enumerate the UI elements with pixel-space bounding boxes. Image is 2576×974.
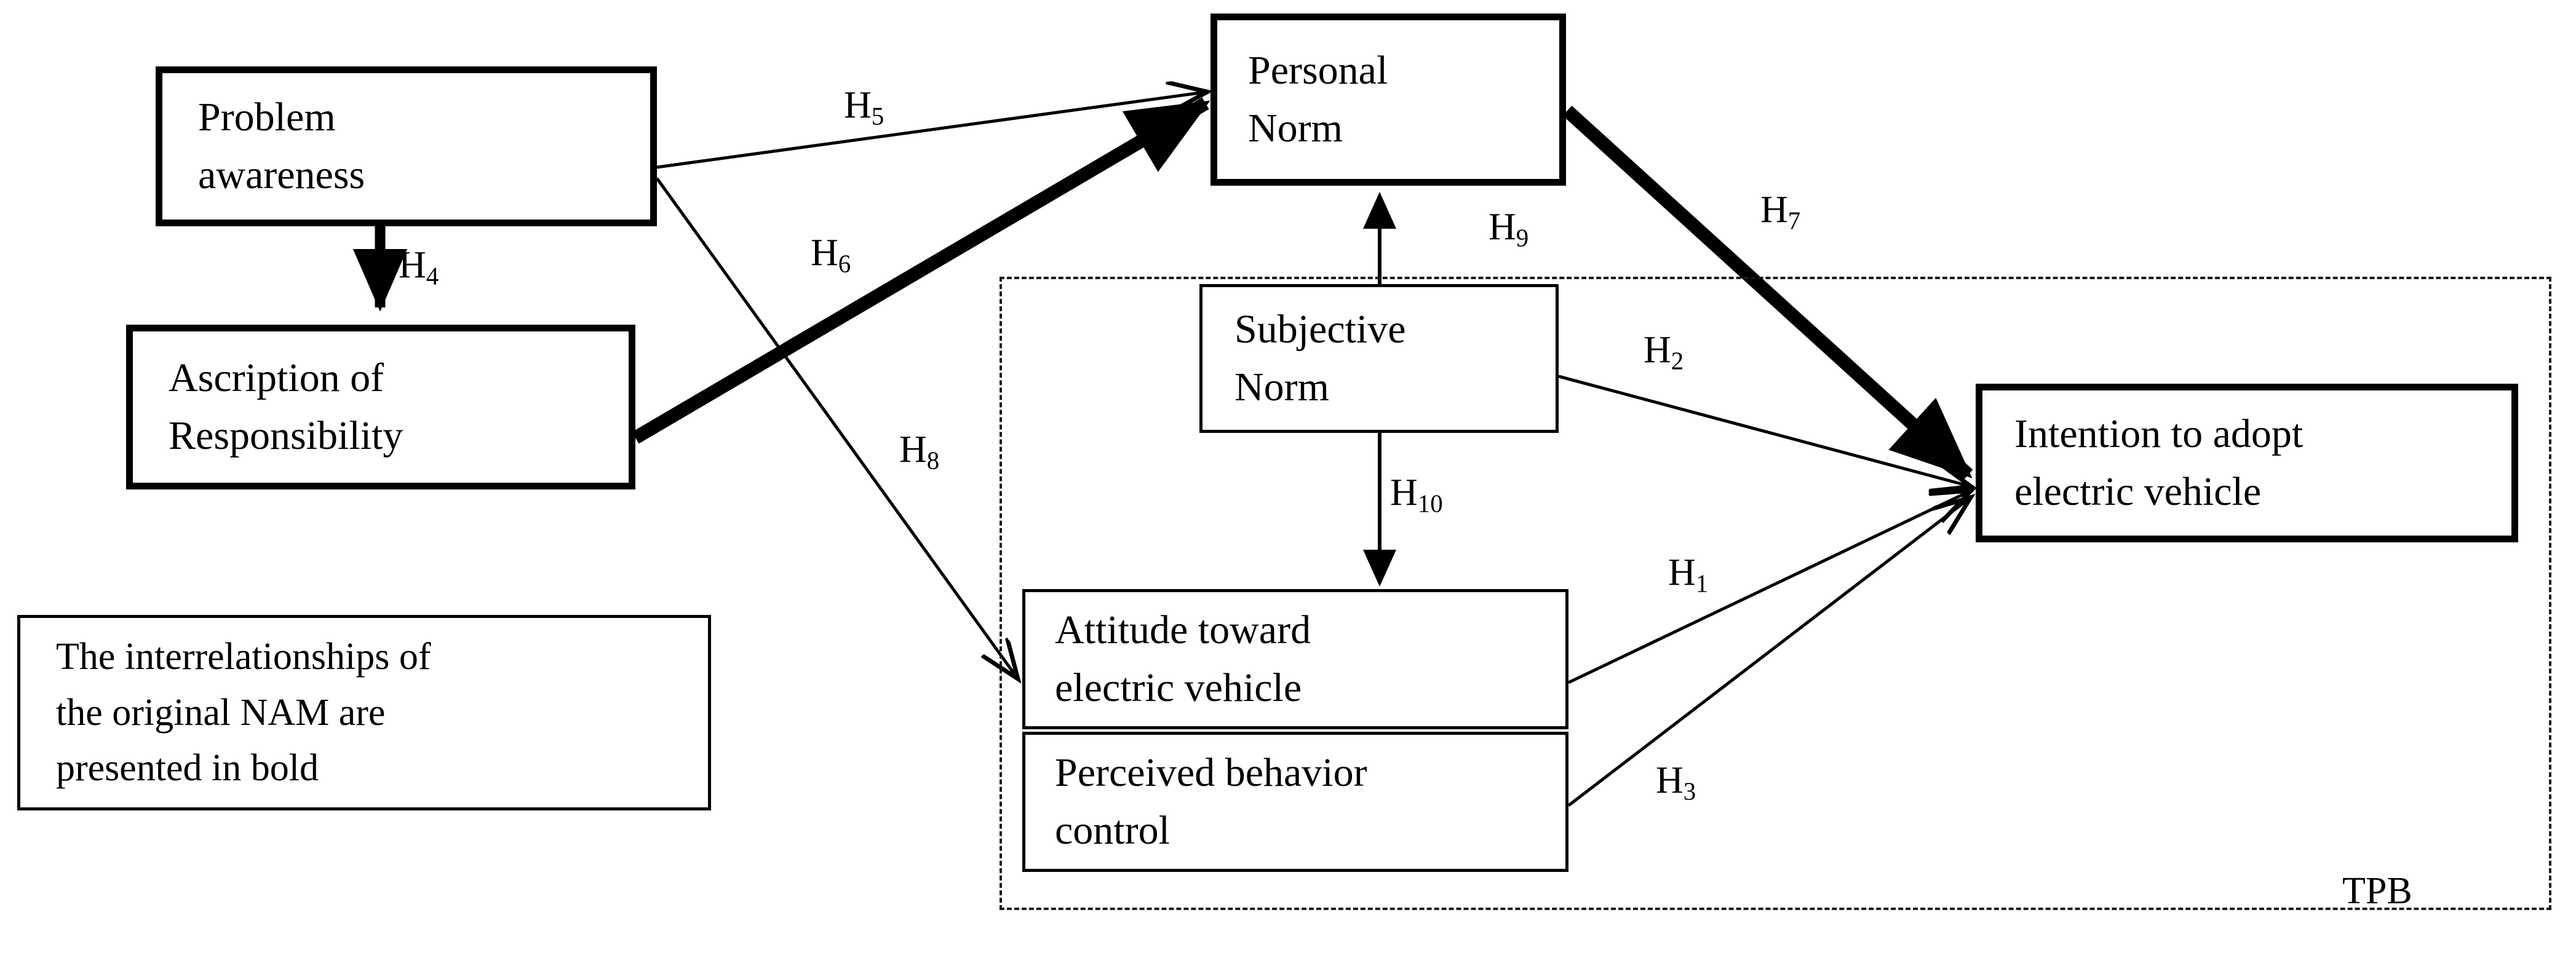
- node-subjective-norm-line-2: Norm: [1234, 365, 1329, 410]
- node-intention-to-adopt-electric-vehicle[interactable]: Intention to adopt electric vehicle: [1976, 384, 2518, 542]
- legend-line-2: the original NAM are: [56, 691, 386, 734]
- node-ascription-line-2: Responsibility: [169, 413, 403, 458]
- node-intention-line-1: Intention to adopt: [2014, 411, 2304, 457]
- label-h10: H10: [1390, 472, 1443, 518]
- node-perceived-behavior-control[interactable]: Perceived behavior control: [1022, 732, 1568, 872]
- node-personal-norm[interactable]: Personal Norm: [1210, 14, 1566, 186]
- label-h4: H4: [399, 244, 439, 290]
- node-personal-norm-line-1: Personal: [1248, 48, 1388, 93]
- label-h2: H2: [1644, 329, 1684, 375]
- node-attitude-line-1: Attitude toward: [1055, 608, 1311, 653]
- node-ascription-line-1: Ascription of: [169, 355, 384, 401]
- label-h3: H3: [1656, 759, 1696, 806]
- arrow-h5: [656, 92, 1204, 169]
- node-ascription-of-responsibility[interactable]: Ascription of Responsibility: [126, 325, 635, 489]
- node-pbc-line-1: Perceived behavior: [1055, 750, 1367, 796]
- label-h9: H9: [1489, 206, 1529, 252]
- label-h5: H5: [844, 84, 885, 130]
- label-h1: H1: [1668, 552, 1709, 598]
- node-problem-awareness-line-2: awareness: [198, 152, 365, 197]
- node-personal-norm-line-2: Norm: [1248, 106, 1343, 151]
- legend-note-box: The interrelationships of the original N…: [17, 615, 711, 810]
- label-h6: H6: [811, 232, 851, 278]
- label-h8: H8: [899, 429, 940, 475]
- node-attitude-line-2: electric vehicle: [1055, 665, 1302, 710]
- node-intention-line-2: electric vehicle: [2014, 469, 2262, 514]
- node-problem-awareness[interactable]: Problem awareness: [156, 66, 657, 226]
- node-subjective-norm[interactable]: Subjective Norm: [1199, 284, 1559, 433]
- node-attitude-toward-electric-vehicle[interactable]: Attitude toward electric vehicle: [1022, 589, 1568, 729]
- tpb-group-label: TPB: [2342, 870, 2412, 912]
- legend-line-1: The interrelationships of: [56, 636, 431, 678]
- label-h7: H7: [1760, 189, 1801, 235]
- node-pbc-line-2: control: [1055, 808, 1170, 853]
- node-problem-awareness-line-1: Problem: [198, 95, 336, 140]
- legend-line-3: presented in bold: [56, 747, 319, 790]
- node-subjective-norm-line-1: Subjective: [1234, 307, 1406, 352]
